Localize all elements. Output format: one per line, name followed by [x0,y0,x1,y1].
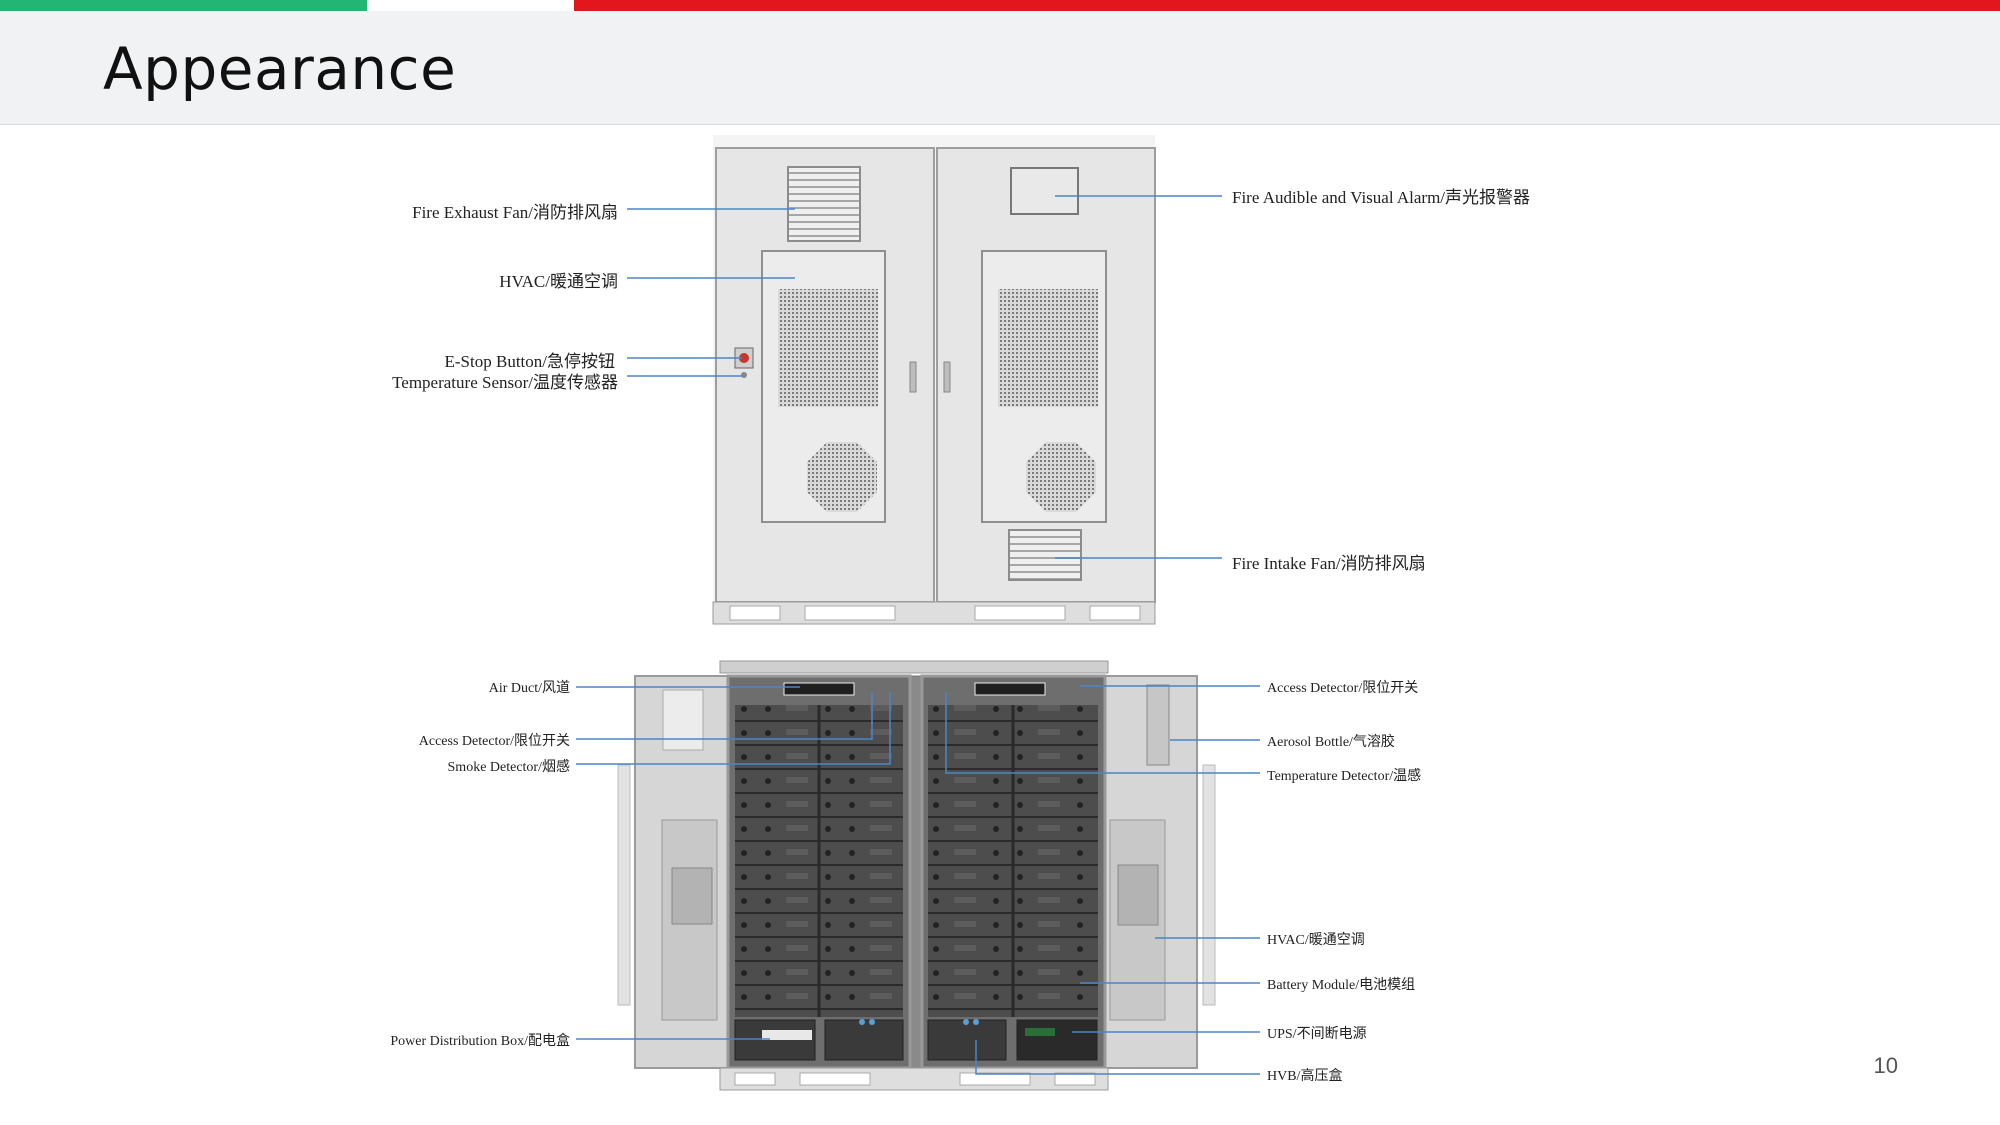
accent-bar-white [367,0,574,11]
accent-bar-green [0,0,367,11]
label-aerosol-bottle: Aerosol Bottle/气溶胶 [1267,735,1395,750]
label-ups: UPS/不间断电源 [1267,1027,1367,1042]
slide-header: Appearance [0,11,2000,125]
closed-cabinet-view [712,135,1156,625]
temperature-sensor [741,372,747,378]
label-fire-exhaust-fan: Fire Exhaust Fan/消防排风扇 [412,203,618,222]
label-fire-intake-fan: Fire Intake Fan/消防排风扇 [1232,554,1426,573]
label-temperature-detector: Temperature Detector/温感 [1267,769,1422,784]
accent-bar-red [574,0,2000,11]
label-hvb: HVB/高压盒 [1267,1069,1343,1084]
label-battery-module: Battery Module/电池模组 [1267,978,1416,993]
label-smoke-detector: Smoke Detector/烟感 [447,760,570,775]
hvb-box [927,1019,1007,1061]
open-cabinet-view [617,660,1216,1091]
aerosol-bottle [1146,684,1170,766]
label-power-distribution-box: Power Distribution Box/配电盒 [390,1034,570,1049]
label-air-duct: Air Duct/风道 [488,681,570,696]
label-access-detector-right: Access Detector/限位开关 [1267,681,1419,696]
exhaust-fan-grille [787,166,861,242]
intake-fan-grille [1008,529,1082,581]
label-e-stop-button: E-Stop Button/急停按钮 [444,352,615,371]
ups-unit [1016,1019,1098,1061]
label-temperature-sensor: Temperature Sensor/温度传感器 [392,373,618,392]
label-hvac-top: HVAC/暖通空调 [499,272,618,291]
accent-bar [0,0,2000,11]
label-fire-alarm: Fire Audible and Visual Alarm/声光报警器 [1232,188,1531,207]
label-hvac-bottom: HVAC/暖通空调 [1267,933,1365,948]
leader-lines [576,195,1260,1075]
alarm-box [1010,167,1079,215]
label-access-detector-left: Access Detector/限位开关 [418,734,570,749]
page-number: 10 [1873,1053,1898,1078]
slide-title: Appearance [103,35,457,103]
